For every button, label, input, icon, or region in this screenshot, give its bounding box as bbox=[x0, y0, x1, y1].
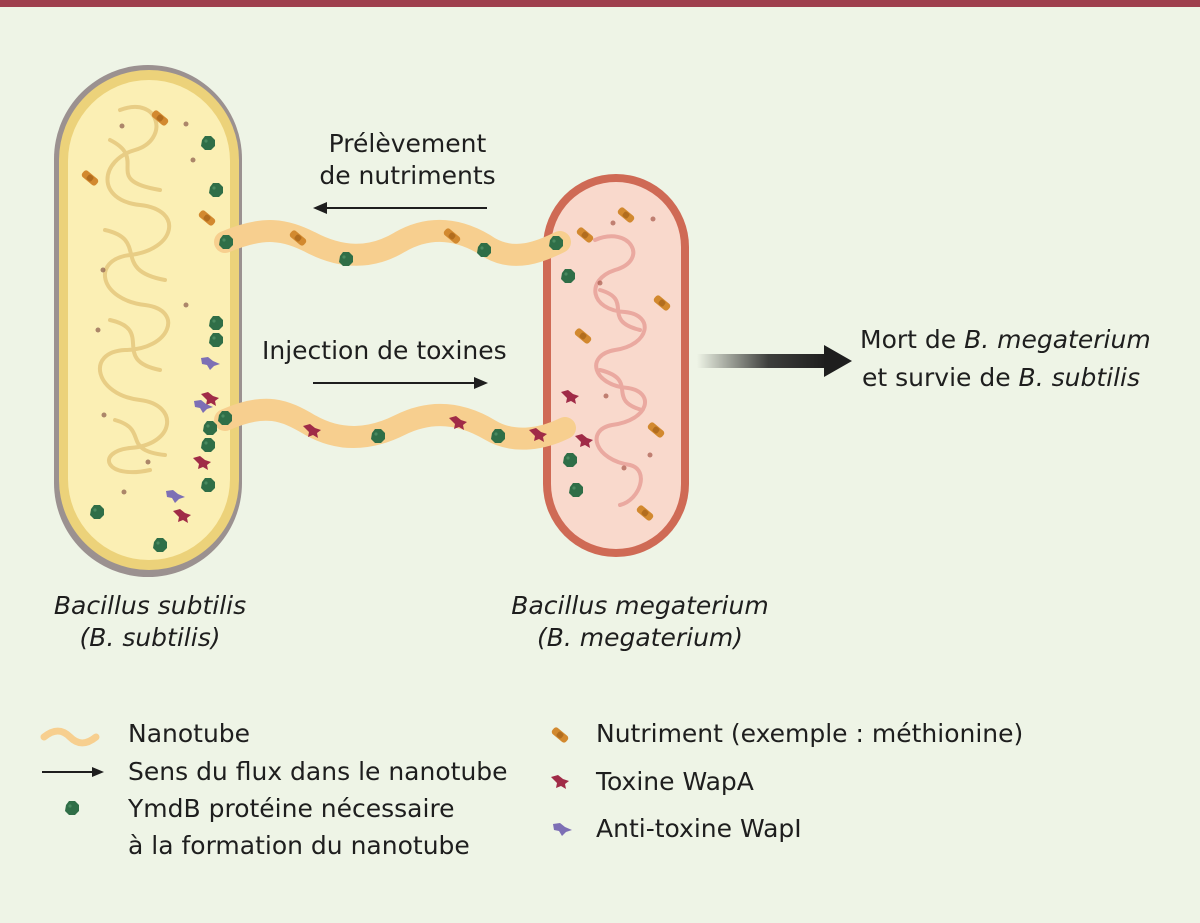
uptake-label-line2: de nutriments bbox=[300, 160, 515, 192]
subtilis-caption-line1: Bacillus subtilis bbox=[20, 590, 280, 622]
outcome-arrow bbox=[697, 345, 852, 377]
uptake-label-line1: Prélèvement bbox=[300, 128, 515, 160]
injection-label: Injection de toxines bbox=[262, 335, 507, 367]
megaterium-caption-line1: Bacillus megaterium bbox=[490, 590, 790, 622]
antitoxin-icon bbox=[553, 823, 572, 836]
outcome-label-line2: et survie de B. subtilis bbox=[862, 362, 1140, 394]
injection-arrow bbox=[313, 377, 488, 389]
ymdb-protein-icon bbox=[65, 801, 79, 815]
legend-toxin-label: Toxine WapA bbox=[596, 766, 754, 798]
arrow-icon bbox=[42, 767, 104, 777]
subtilis-caption: Bacillus subtilis (B. subtilis) bbox=[20, 590, 280, 654]
outcome-label-line1: Mort de B. megaterium bbox=[860, 324, 1151, 356]
outcome-line2-prefix: et survie de bbox=[862, 363, 1019, 392]
legend-nutrient-label: Nutriment (exemple : méthionine) bbox=[596, 718, 1023, 750]
legend-ymdb-line2: à la formation du nanotube bbox=[128, 830, 470, 862]
outcome-line1-prefix: Mort de bbox=[860, 325, 964, 354]
outcome-line2-italic: B. subtilis bbox=[1019, 363, 1140, 392]
megaterium-caption-line2: (B. megaterium) bbox=[490, 622, 790, 654]
uptake-arrow bbox=[313, 202, 487, 214]
legend-flow-label: Sens du flux dans le nanotube bbox=[128, 756, 508, 788]
outcome-line1-italic: B. megaterium bbox=[964, 325, 1151, 354]
lower-nanotube bbox=[225, 410, 565, 439]
legend-nanotube-label: Nanotube bbox=[128, 718, 250, 750]
nanotube-icon bbox=[44, 731, 96, 743]
uptake-label: Prélèvement de nutriments bbox=[300, 128, 515, 192]
nutrient-icon bbox=[551, 726, 570, 744]
megaterium-caption: Bacillus megaterium (B. megaterium) bbox=[490, 590, 790, 654]
legend-antitoxin-label: Anti-toxine WapI bbox=[596, 813, 802, 845]
legend-ymdb-line1: YmdB protéine nécessaire bbox=[128, 793, 455, 825]
toxin-icon bbox=[551, 775, 569, 789]
bacillus-megaterium-cell bbox=[543, 174, 689, 557]
upper-nanotube bbox=[225, 231, 560, 255]
subtilis-caption-line2: (B. subtilis) bbox=[20, 622, 280, 654]
